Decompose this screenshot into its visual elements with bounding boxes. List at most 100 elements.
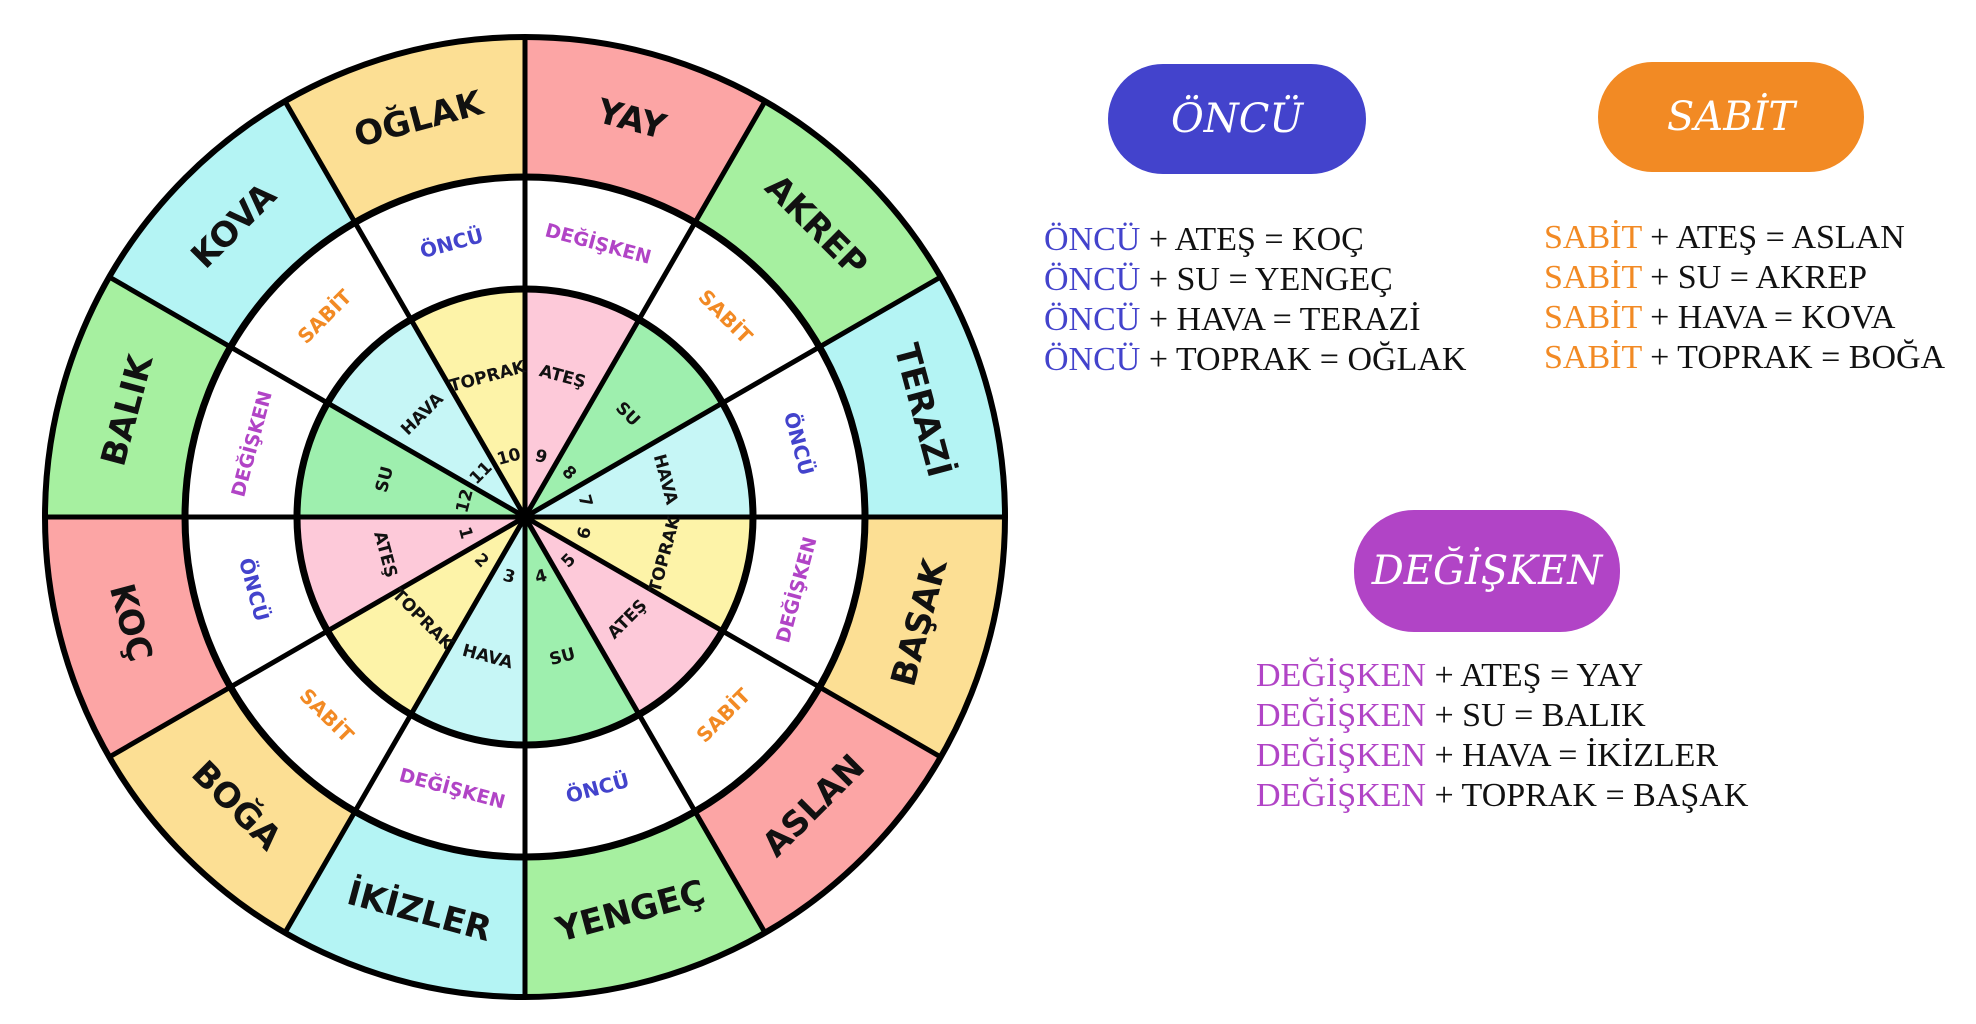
formula-rest: + TOPRAK = BAŞAK (1425, 777, 1749, 814)
formula-line: SABİT + TOPRAK = BOĞA (1544, 338, 1945, 378)
element-segment (297, 403, 525, 517)
house-number: 7 (574, 493, 596, 510)
modality-segment (230, 222, 411, 403)
sign-segment (525, 811, 765, 997)
formula-line: DEĞİŞKEN + TOPRAK = BAŞAK (1256, 776, 1748, 816)
spoke-line (523, 514, 942, 760)
formula-rest: + ATEŞ = YAY (1425, 657, 1644, 694)
formula-prefix: SABİT (1544, 299, 1642, 336)
sign-segment (285, 811, 525, 997)
degisken-pill: DEĞİŞKEN (1354, 510, 1620, 632)
sign-segment (109, 101, 356, 348)
element-segment (411, 517, 525, 745)
oncu-formulas: ÖNCÜ + ATEŞ = KOÇ ÖNCÜ + SU = YENGEÇ ÖNC… (1044, 220, 1466, 380)
modality-segment (185, 347, 328, 517)
modality-segment (525, 177, 695, 320)
formula-prefix: ÖNCÜ (1044, 301, 1141, 338)
sign-segment (819, 517, 1005, 757)
sabit-formulas: SABİT + ATEŞ = ASLAN SABİT + SU = AKREP … (1544, 218, 1945, 378)
formula-line: DEĞİŞKEN + SU = BALIK (1256, 696, 1748, 736)
house-number: 4 (533, 566, 550, 588)
formula-rest: + ATEŞ = ASLAN (1641, 219, 1905, 256)
formula-prefix: SABİT (1544, 339, 1642, 376)
formula-rest: + SU = YENGEÇ (1140, 261, 1393, 298)
modality-segment (525, 714, 695, 857)
spoke-line (522, 100, 768, 519)
spoke-line (108, 514, 527, 760)
degisken-pill-label: DEĞİŞKEN (1371, 548, 1603, 594)
formula-line: ÖNCÜ + HAVA = TERAZİ (1044, 300, 1466, 340)
modality-segment (639, 631, 820, 812)
spoke-line (282, 515, 528, 934)
formula-line: DEĞİŞKEN + ATEŞ = YAY (1256, 656, 1748, 696)
wheel-lines (42, 34, 1008, 1000)
modality-segment (230, 631, 411, 812)
element-segment (297, 517, 525, 631)
ring-circle (181, 173, 869, 861)
spoke-line (522, 515, 768, 934)
formula-line: ÖNCÜ + TOPRAK = OĞLAK (1044, 340, 1466, 380)
formula-prefix: ÖNCÜ (1044, 261, 1141, 298)
ring-circle (42, 34, 1008, 1000)
sign-segment (285, 37, 525, 223)
oncu-pill-label: ÖNCÜ (1170, 96, 1304, 142)
house-number: 3 (501, 566, 518, 588)
house-number: 1 (454, 525, 476, 542)
ring-circle (293, 285, 757, 749)
spoke-line (108, 274, 527, 520)
sign-segment (109, 687, 356, 933)
formula-rest: + TOPRAK = OĞLAK (1140, 341, 1467, 378)
formula-rest: + HAVA = TERAZİ (1140, 301, 1421, 338)
formula-prefix: ÖNCÜ (1044, 221, 1141, 258)
formula-rest: + SU = AKREP (1641, 259, 1868, 296)
spoke-line (282, 100, 528, 519)
formula-rest: + TOPRAK = BOĞA (1641, 339, 1946, 376)
sign-segment (525, 37, 765, 223)
element-segment (525, 289, 639, 517)
element-segment (525, 403, 753, 517)
sabit-pill: SABİT (1598, 62, 1864, 172)
formula-rest: + ATEŞ = KOÇ (1140, 221, 1364, 258)
element-segment (525, 517, 639, 745)
element-segment (525, 517, 723, 715)
spoke-line (523, 274, 942, 520)
modality-segment (722, 517, 866, 687)
modality-segment (639, 222, 820, 403)
modality-segment (355, 177, 525, 320)
formula-line: ÖNCÜ + ATEŞ = KOÇ (1044, 220, 1466, 260)
formula-prefix: DEĞİŞKEN (1256, 737, 1426, 774)
formula-line: ÖNCÜ + SU = YENGEÇ (1044, 260, 1466, 300)
house-number: 9 (533, 446, 550, 468)
oncu-pill: ÖNCÜ (1108, 64, 1366, 174)
formula-line: DEĞİŞKEN + HAVA = İKİZLER (1256, 736, 1748, 776)
modality-segment (722, 347, 865, 517)
formula-prefix: SABİT (1544, 259, 1642, 296)
sabit-pill-label: SABİT (1666, 94, 1796, 140)
formula-rest: + SU = BALIK (1425, 697, 1646, 734)
element-segment (525, 517, 753, 631)
wheel-sectors (45, 37, 1005, 997)
house-number: 6 (574, 525, 596, 542)
formula-prefix: ÖNCÜ (1044, 341, 1141, 378)
formula-rest: + HAVA = İKİZLER (1425, 737, 1719, 774)
formula-prefix: DEĞİŞKEN (1256, 777, 1426, 814)
formula-prefix: DEĞİŞKEN (1256, 697, 1426, 734)
sign-segment (695, 687, 941, 933)
element-segment (327, 517, 525, 715)
formula-line: SABİT + HAVA = KOVA (1544, 298, 1945, 338)
sign-segment (45, 517, 231, 757)
degisken-formulas: DEĞİŞKEN + ATEŞ = YAY DEĞİŞKEN + SU = BA… (1256, 656, 1748, 816)
element-segment (411, 289, 525, 517)
formula-prefix: DEĞİŞKEN (1256, 657, 1426, 694)
formula-prefix: SABİT (1544, 219, 1642, 256)
sign-segment (819, 277, 1005, 517)
modality-segment (185, 517, 328, 687)
formula-line: SABİT + ATEŞ = ASLAN (1544, 218, 1945, 258)
sign-segment (45, 277, 231, 517)
element-segment (327, 319, 525, 517)
formula-line: SABİT + SU = AKREP (1544, 258, 1945, 298)
sign-segment (695, 101, 941, 348)
element-segment (525, 319, 723, 517)
formula-rest: + HAVA = KOVA (1641, 299, 1896, 336)
